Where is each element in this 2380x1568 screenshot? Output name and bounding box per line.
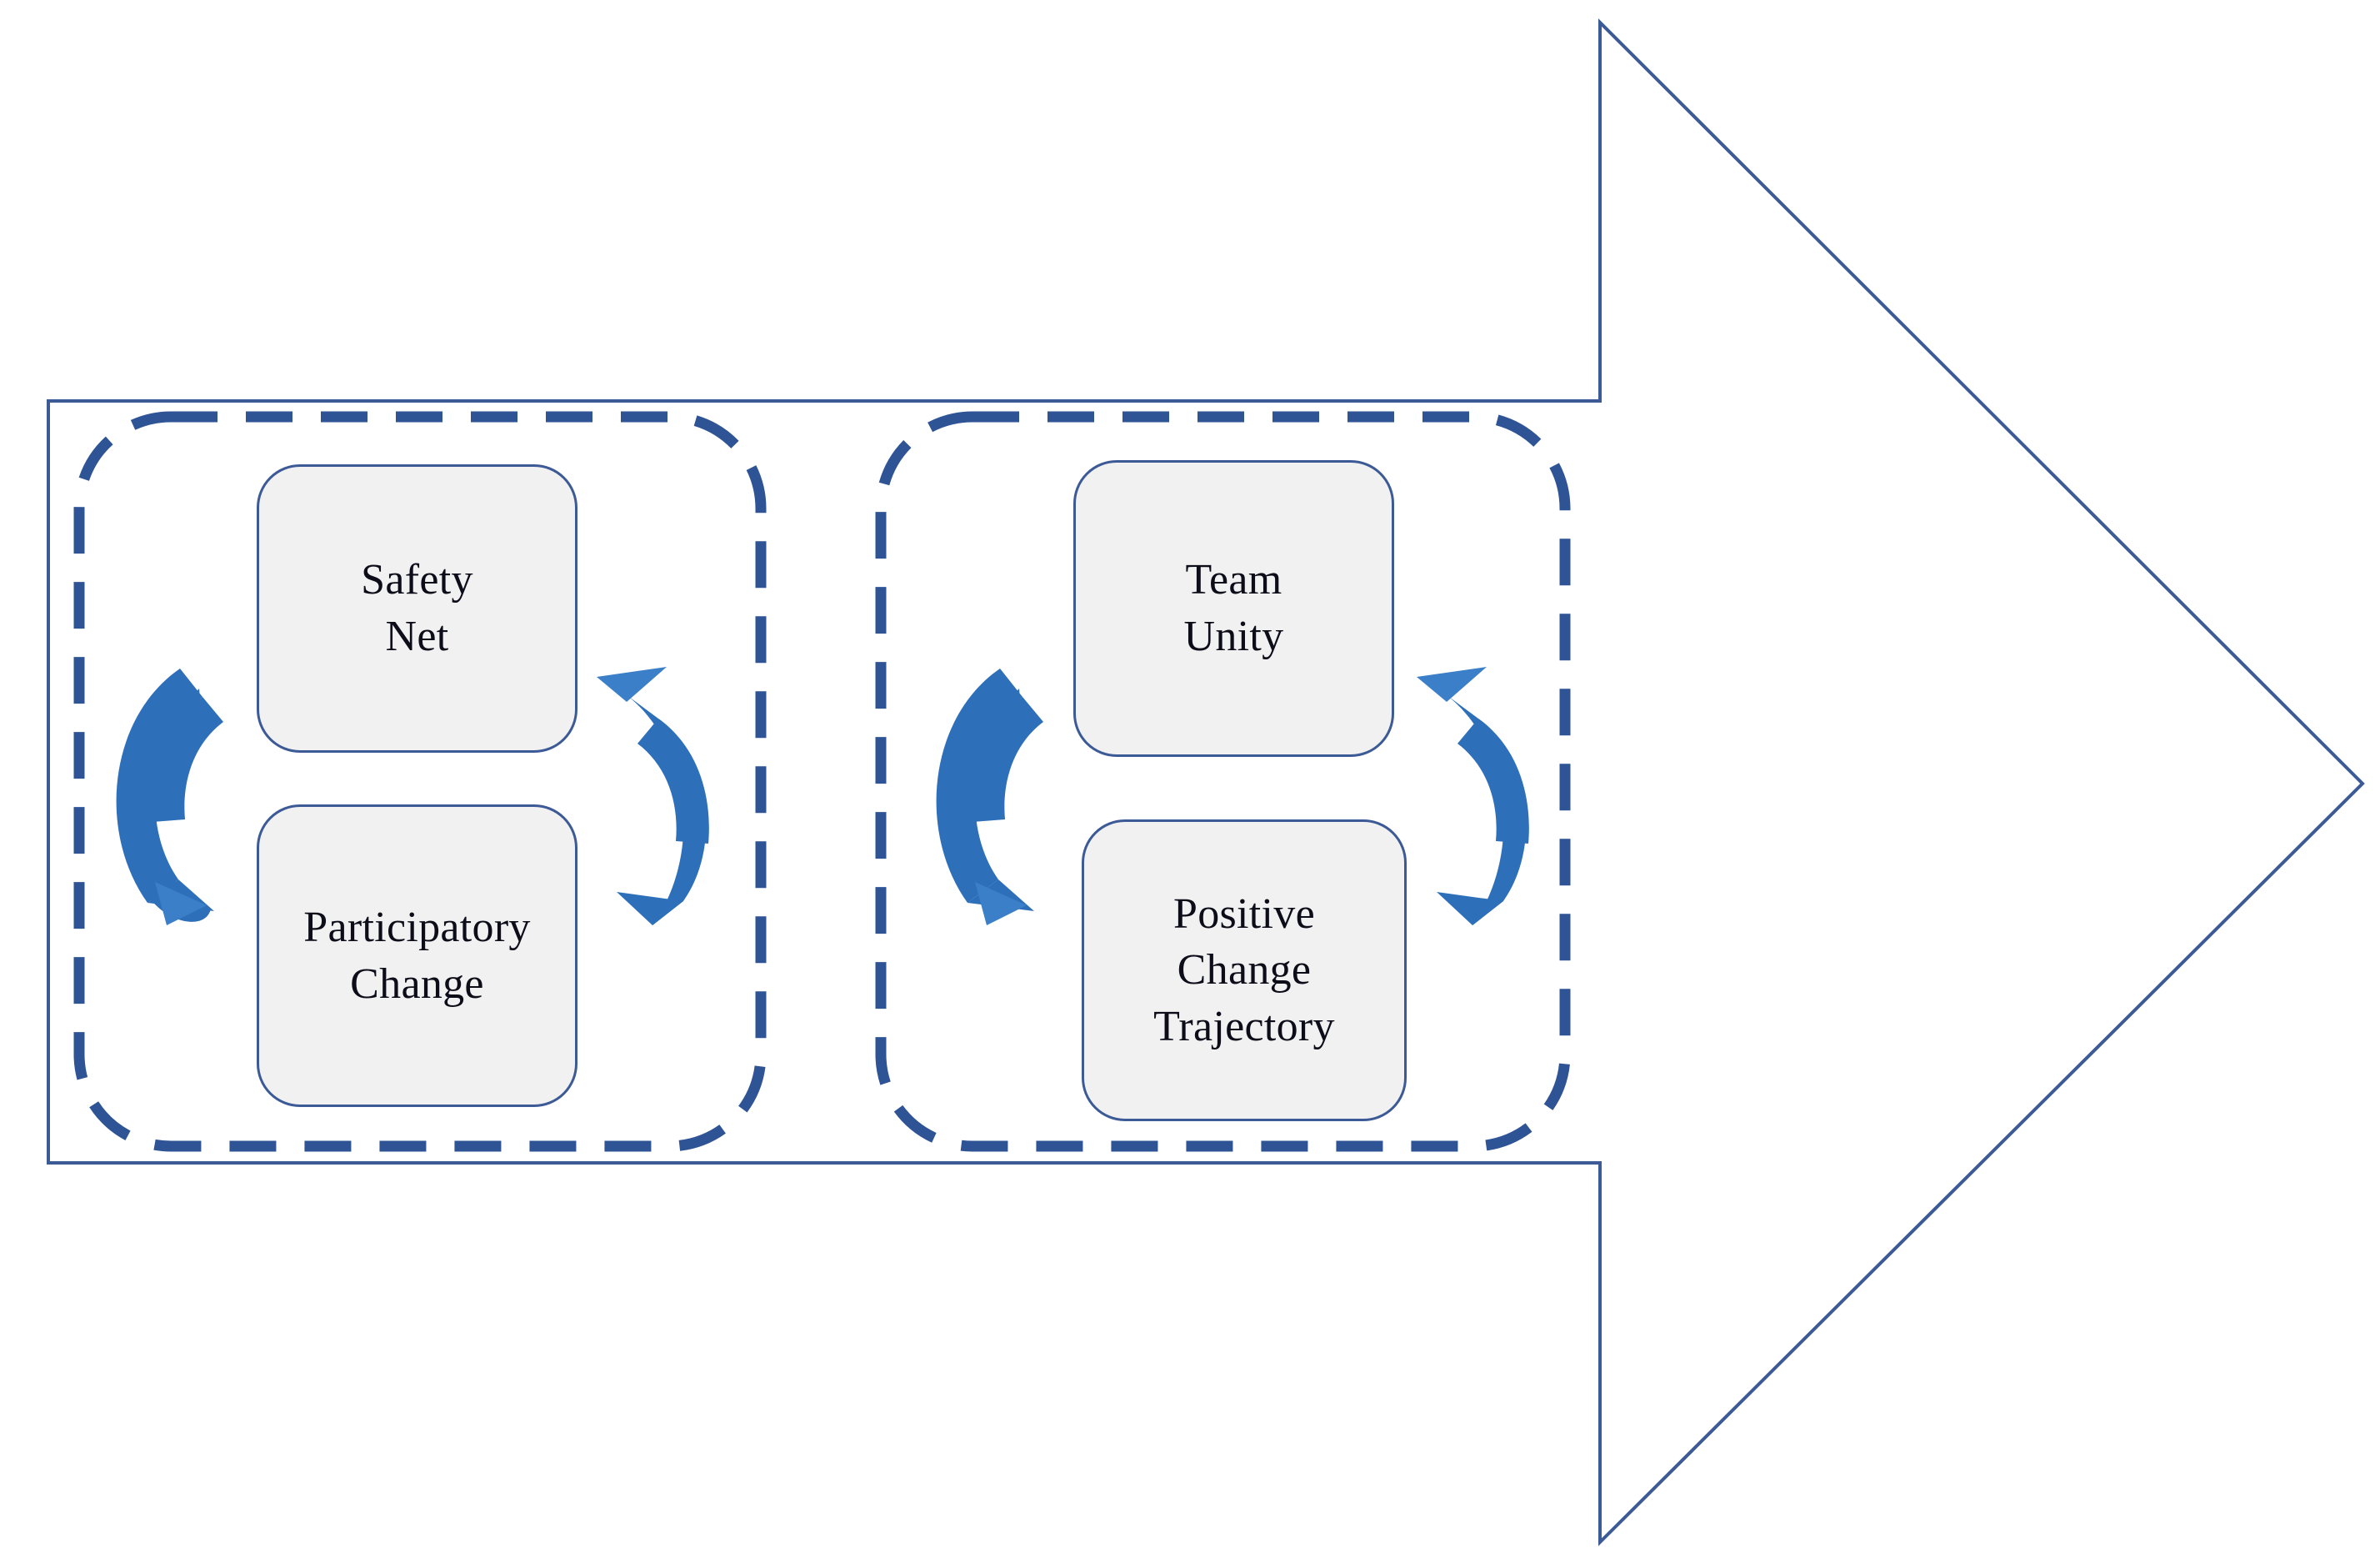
connector-right-loop-down-icon [936, 669, 1043, 925]
node-team-unity-label: Team Unity [1183, 556, 1284, 660]
connector-left-loop-down-icon [116, 669, 223, 925]
group-right-dashed-container [875, 411, 1571, 1152]
node-team-unity[interactable]: Team Unity [1073, 460, 1394, 757]
node-participatory-change[interactable]: Participatory Change [257, 804, 578, 1107]
connector-right-loop-up-icon [1417, 667, 1529, 925]
connector-left-loop-up-icon [597, 667, 709, 925]
node-safety-net[interactable]: Safety Net [257, 464, 578, 753]
node-positive-change-trajectory[interactable]: Positive Change Trajectory [1082, 819, 1407, 1121]
node-participatory-change-label: Participatory Change [303, 903, 531, 1008]
node-positive-change-trajectory-label: Positive Change Trajectory [1153, 889, 1335, 1050]
node-safety-net-label: Safety Net [361, 556, 473, 660]
group-left-dashed-container [73, 411, 767, 1152]
outer-arrow-outline [47, 18, 2365, 1546]
